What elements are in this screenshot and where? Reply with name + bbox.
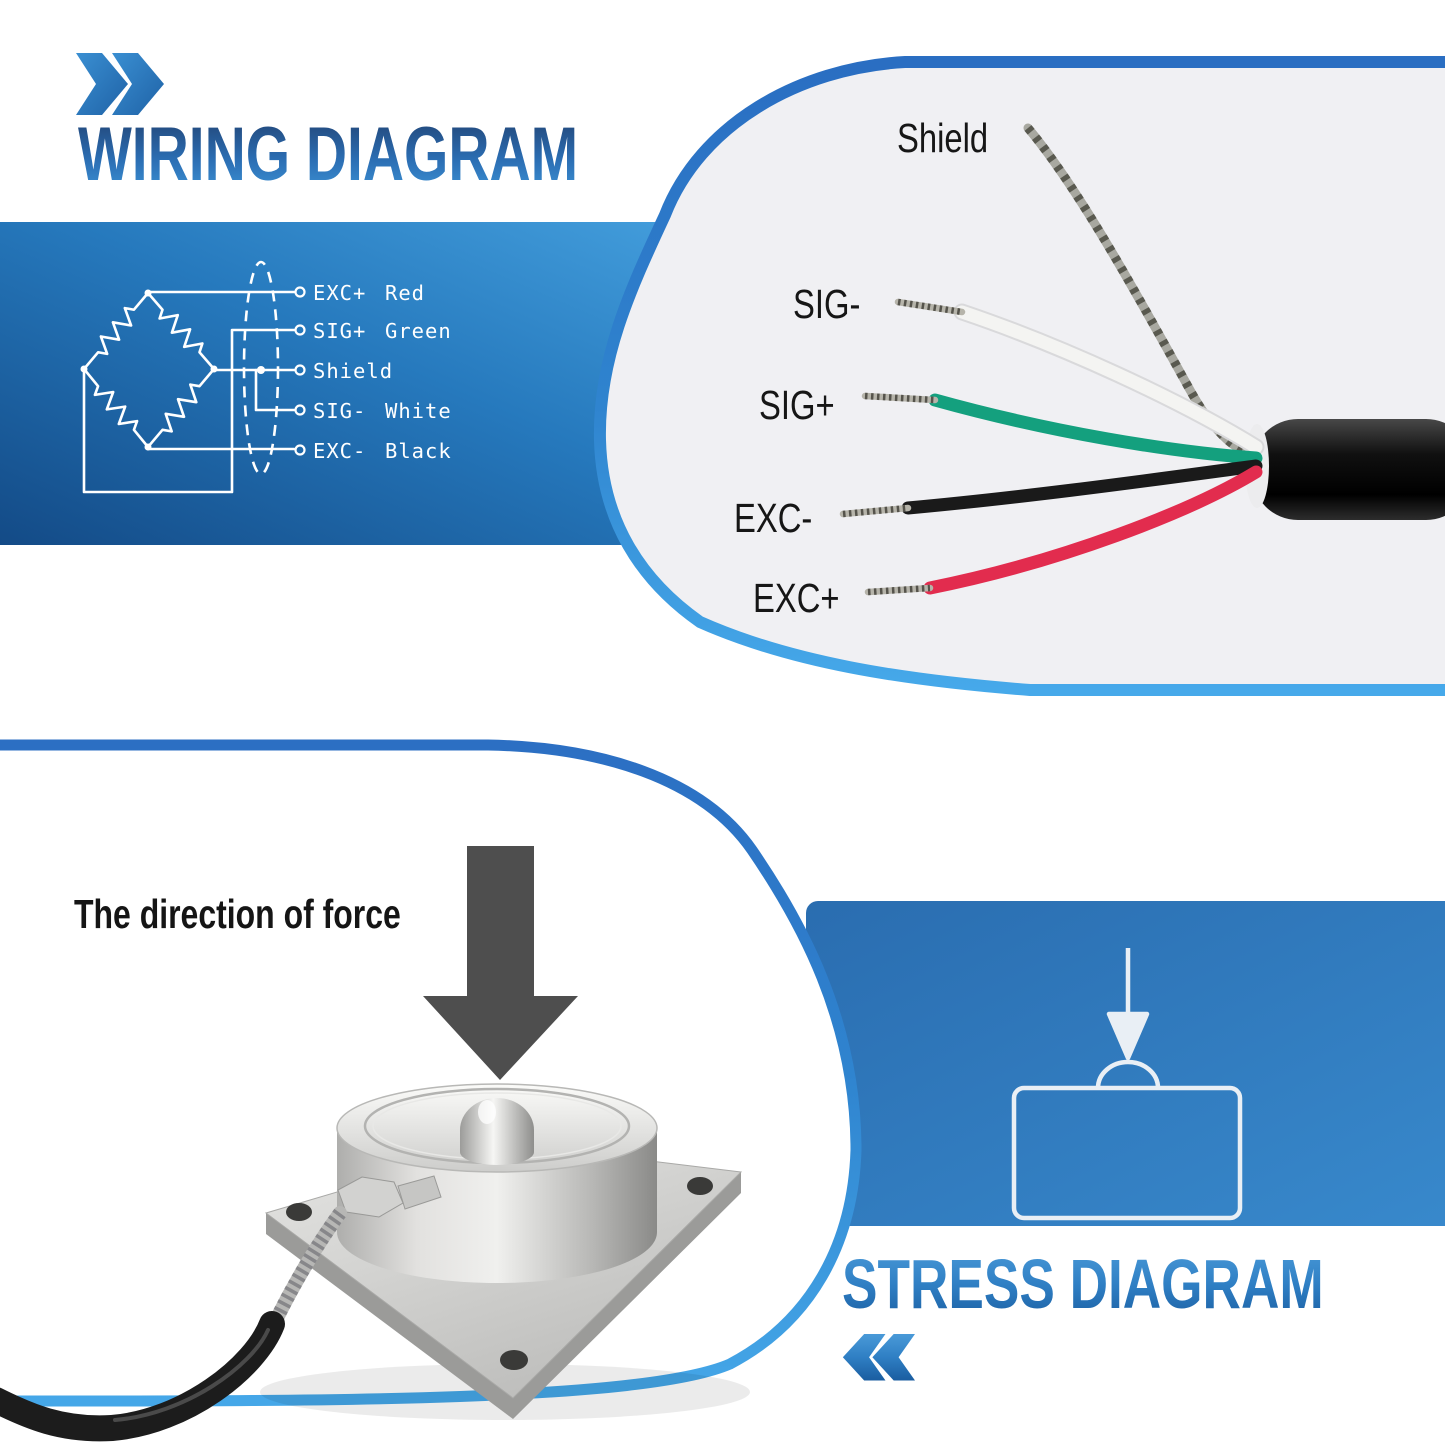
- sig-minus-insulation: [955, 305, 1263, 454]
- double-chevron-left-icon: [842, 1334, 915, 1381]
- wire-route-sig-plus: [82, 328, 296, 494]
- cable-photo-region: Shield SIG- SIG+ EXC- EXC+: [593, 56, 1445, 696]
- photo-label-sig-plus: SIG+: [759, 381, 835, 427]
- exc-minus-wire: [839, 459, 1263, 518]
- force-arrow-head: [1106, 1011, 1150, 1061]
- shield-wire-twist: [1024, 125, 1257, 457]
- mounting-hole-right: [687, 1177, 713, 1195]
- load-cell-photo: [0, 1083, 750, 1442]
- schematic-color-green: Green: [385, 319, 452, 343]
- load-button-dome: [1095, 1059, 1161, 1089]
- sig-minus-wire: [894, 298, 1265, 456]
- exc-minus-tip-strands: [842, 504, 909, 518]
- terminal-sig-minus: [294, 404, 306, 416]
- cable-jacket: [1252, 419, 1445, 520]
- photo-label-exc-minus: EXC-: [734, 494, 812, 540]
- schematic-color-red: Red: [385, 281, 425, 305]
- shield-junction-dot: [257, 366, 265, 374]
- stress-diagram-icon: [1011, 948, 1243, 1221]
- load-button-highlight: [478, 1100, 496, 1124]
- bridge-resistor-bottom-right: [146, 367, 216, 449]
- exc-plus-tip-strands: [867, 584, 931, 596]
- schematic-signal-sig-plus: SIG+: [313, 319, 366, 343]
- load-button: [460, 1098, 534, 1165]
- exc-plus-wire: [864, 465, 1263, 596]
- double-chevron-right-icon: [76, 53, 164, 115]
- terminal-shield: [294, 364, 306, 376]
- schematic-signal-shield: Shield: [313, 359, 393, 383]
- force-direction-label: The direction of force: [74, 891, 401, 937]
- schematic-signal-exc-minus: EXC-: [313, 439, 366, 463]
- schematic-color-black: Black: [385, 439, 452, 463]
- wheatstone-bridge-schematic: EXC+ Red SIG+ Green Shield SIG- White EX…: [80, 260, 452, 494]
- sig-minus-tip-strands: [897, 298, 963, 316]
- stress-banner: [806, 901, 1445, 1226]
- load-block-outline: [1011, 1085, 1243, 1221]
- flange-side: [266, 1172, 741, 1419]
- photo-label-sig-minus: SIG-: [793, 280, 860, 326]
- terminal-exc-plus: [294, 286, 306, 298]
- stress-diagram-title: STRESS DIAGRAM: [842, 1246, 1324, 1324]
- sensor-cable-highlight: [113, 1328, 270, 1422]
- schematic-signal-sig-minus: SIG-: [313, 399, 366, 423]
- bridge-resistor-bottom-left: [82, 367, 150, 449]
- sig-plus-insulation: [928, 393, 1263, 465]
- mounting-hole-left: [286, 1203, 312, 1221]
- sig-plus-bare-tip: [861, 392, 939, 404]
- exc-plus-insulation: [923, 465, 1263, 595]
- sig-plus-wire: [861, 392, 1263, 465]
- terminal-sig-plus: [294, 324, 306, 336]
- terminal-circles: [294, 286, 306, 456]
- bridge-resistor-top-right: [146, 291, 216, 371]
- mounting-hole-bottom: [500, 1350, 528, 1370]
- schematic-color-white: White: [385, 399, 452, 423]
- cable-sheath-ellipse: [242, 260, 280, 476]
- terminal-exc-minus: [294, 444, 306, 456]
- shield-wire: [1023, 123, 1261, 457]
- schematic-labels: EXC+ Red SIG+ Green Shield SIG- White EX…: [313, 281, 452, 463]
- schematic-signal-exc-plus: EXC+: [313, 281, 366, 305]
- cable-photo-labels: Shield SIG- SIG+ EXC- EXC+: [734, 114, 988, 620]
- photo-blob-outline: [593, 56, 1445, 696]
- load-cell-photo-region: The direction of force: [0, 739, 862, 1442]
- spring-coils: [270, 1208, 346, 1322]
- wiring-diagram-title: WIRING DIAGRAM: [78, 112, 578, 197]
- photo-label-shield: Shield: [897, 114, 988, 160]
- exc-minus-insulation: [901, 459, 1263, 515]
- cable-photo: Shield SIG- SIG+ EXC- EXC+: [734, 114, 1445, 621]
- bridge-resistor-top-left: [82, 291, 150, 371]
- wire-route-sig-minus: [254, 368, 296, 412]
- force-direction-arrow: [423, 846, 578, 1080]
- photo-label-exc-plus: EXC+: [753, 574, 840, 620]
